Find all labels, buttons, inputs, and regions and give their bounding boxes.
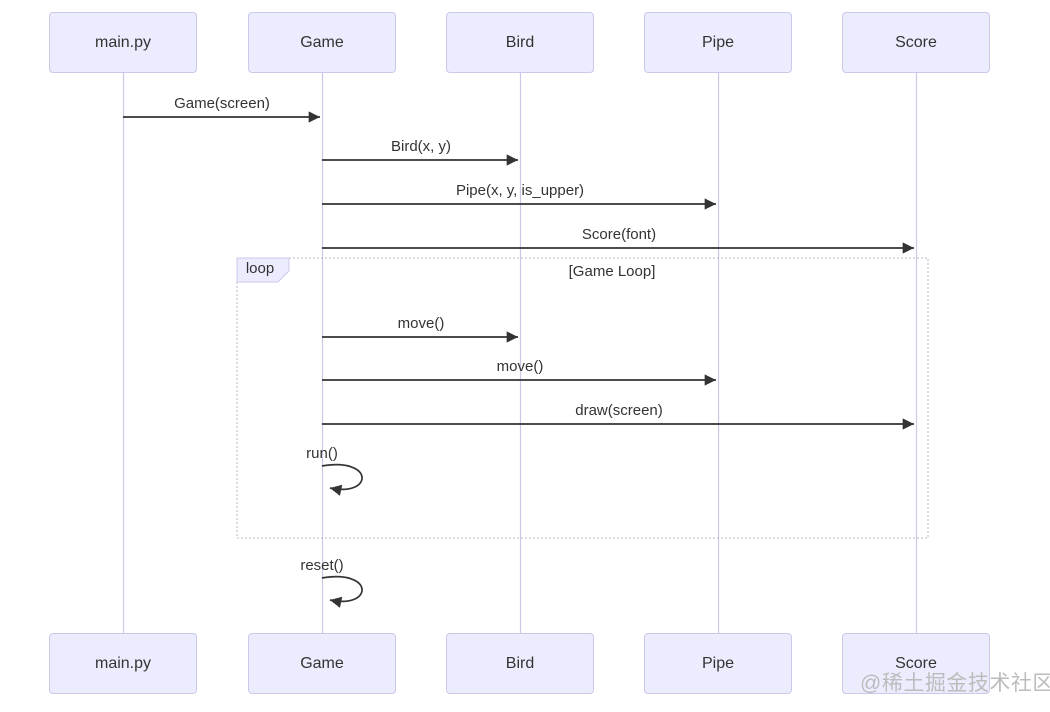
actor-top-main-py: main.py: [49, 12, 197, 73]
actor-top-pipe: Pipe: [644, 12, 792, 73]
loop-operator-box: [236, 257, 290, 283]
message-label-draw-screen: draw(screen): [575, 402, 663, 419]
actor-label: Game: [300, 33, 344, 51]
actor-label: Bird: [505, 654, 535, 672]
actor-top-bird: Bird: [446, 12, 594, 73]
message-label-reset: reset(): [300, 557, 344, 574]
self-loop-reset-arrow: [321, 575, 363, 608]
actor-label: main.py: [94, 654, 152, 672]
actor-label: Pipe: [701, 654, 735, 672]
self-loop-run-arrow: [321, 463, 363, 496]
message-label-score-font: Score(font): [581, 226, 657, 243]
message-label-move-bird: move(): [397, 315, 445, 332]
actor-bottom-main-py: main.py: [49, 633, 197, 694]
watermark: @稀土掘金技术社区: [860, 672, 1050, 695]
actor-top-score: Score: [842, 12, 990, 73]
actor-bottom-bird: Bird: [446, 633, 594, 694]
actor-label: Game: [300, 654, 344, 672]
loop-operator-label: loop: [245, 260, 275, 277]
message-label-bird-x-y: Bird(x, y): [391, 138, 451, 155]
message-label-game-screen: Game(screen): [174, 95, 270, 112]
actor-label: Pipe: [701, 33, 735, 51]
actor-bottom-pipe: Pipe: [644, 633, 792, 694]
actor-label: Score: [895, 33, 937, 51]
message-label-run: run(): [306, 445, 338, 462]
actor-label: main.py: [94, 33, 152, 51]
message-label-move-pipe: move(): [496, 358, 544, 375]
actor-bottom-score: Score: [842, 633, 990, 694]
actor-bottom-game: Game: [248, 633, 396, 694]
actor-top-game: Game: [248, 12, 396, 73]
actor-label: Bird: [505, 33, 535, 51]
loop-fragment-border: [236, 257, 929, 539]
message-label-pipe-x-y-is-upper: Pipe(x, y, is_upper): [455, 182, 585, 199]
actor-label: Score: [895, 654, 937, 672]
loop-condition-label: [Game Loop]: [568, 263, 656, 280]
